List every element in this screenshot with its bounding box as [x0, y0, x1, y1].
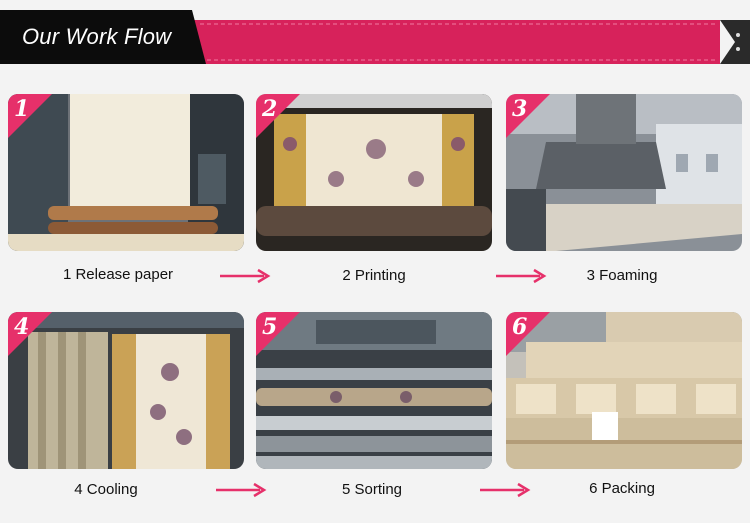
header-banner: Our Work Flow — [0, 10, 750, 64]
arrow-right-icon — [480, 482, 531, 498]
arrow-right-icon — [496, 268, 547, 284]
step-5-number: 5 — [262, 314, 278, 340]
step-3-photo: 3 — [506, 94, 742, 251]
step-4-number: 4 — [14, 314, 30, 340]
banner-graphic — [0, 10, 750, 64]
arrow-right-icon — [216, 482, 267, 498]
step-4-photo: 4 — [8, 312, 244, 469]
step-6-label: 6 Packing — [589, 480, 655, 497]
step-1-photo: 1 — [8, 94, 244, 251]
step-6-photo: 6 — [506, 312, 742, 469]
step-1-label: 1 Release paper — [62, 266, 174, 283]
step-2-number: 2 — [262, 96, 278, 122]
step-1-badge — [8, 94, 52, 138]
step-4-label: 4 Cooling — [74, 481, 138, 498]
arrow-right-icon — [220, 268, 271, 284]
step-5-label: 5 Sorting — [341, 481, 403, 498]
step-2-label: 2 Printing — [342, 267, 406, 284]
step-6-badge — [506, 312, 550, 356]
step-3-number: 3 — [512, 96, 528, 122]
step-6-number: 6 — [512, 314, 528, 340]
step-2-badge — [256, 94, 300, 138]
step-3-badge — [506, 94, 550, 138]
step-4-badge — [8, 312, 52, 356]
step-3-label: 3 Foaming — [586, 267, 658, 284]
step-2-photo: 2 — [256, 94, 492, 251]
step-5-badge — [256, 312, 300, 356]
page-title: Our Work Flow — [22, 24, 172, 49]
step-1-number: 1 — [14, 96, 30, 122]
step-5-photo: 5 — [256, 312, 492, 469]
